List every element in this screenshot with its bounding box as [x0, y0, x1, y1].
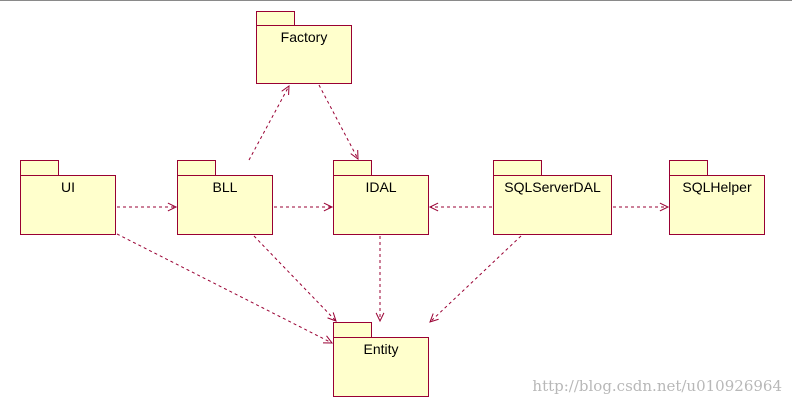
package-entity-tab — [333, 322, 372, 338]
package-sqlserverdal-label: SQLServerDAL — [504, 179, 601, 195]
package-bll-tab — [177, 160, 216, 176]
arrowhead-bll-to-factory — [281, 84, 290, 96]
arrowhead-ui-to-bll — [167, 202, 178, 212]
package-sqlserverdal-body: SQLServerDAL — [493, 175, 612, 235]
package-bll-body: BLL — [177, 175, 273, 235]
package-sqlserverdal-tab — [493, 160, 542, 176]
watermark-url: http://blog.csdn.net/u010926964 — [532, 377, 782, 395]
package-entity-label: Entity — [363, 341, 399, 357]
package-sqlhelper-tab — [669, 160, 708, 176]
dependency-bll-to-factory — [248, 85, 290, 161]
package-ui-body: UI — [20, 175, 116, 235]
arrowhead-factory-to-idal — [350, 149, 359, 161]
package-sqlhelper-label: SQLHelper — [682, 179, 752, 195]
package-factory-label: Factory — [280, 29, 328, 45]
arrowhead-ui-to-entity — [322, 335, 334, 344]
dependency-bll-to-entity — [253, 235, 337, 322]
package-idal-tab — [333, 160, 372, 176]
dependency-ui-to-entity — [116, 233, 333, 344]
arrowhead-idal-to-entity — [375, 312, 385, 323]
package-sqlhelper-body: SQLHelper — [669, 175, 765, 235]
package-entity-body: Entity — [333, 337, 429, 397]
arrowhead-bll-to-entity — [327, 312, 337, 322]
arrowhead-sqlserverdal-to-sqlhelper — [659, 202, 670, 212]
top-border — [0, 0, 792, 1]
package-ui-tab — [20, 160, 59, 176]
dependency-factory-to-idal — [318, 84, 359, 160]
package-bll-label: BLL — [212, 179, 238, 195]
arrowhead-sqlserverdal-to-entity — [429, 313, 439, 323]
package-ui-label: UI — [61, 179, 75, 195]
package-idal-body: IDAL — [333, 175, 429, 235]
arrowhead-sqlserverdal-to-idal — [428, 202, 439, 212]
package-factory-body: Factory — [256, 25, 352, 84]
package-factory-tab — [256, 11, 295, 26]
dependency-sqlserverdal-to-entity — [429, 235, 522, 323]
arrowhead-bll-to-idal — [323, 202, 334, 212]
package-idal-label: IDAL — [365, 179, 397, 195]
